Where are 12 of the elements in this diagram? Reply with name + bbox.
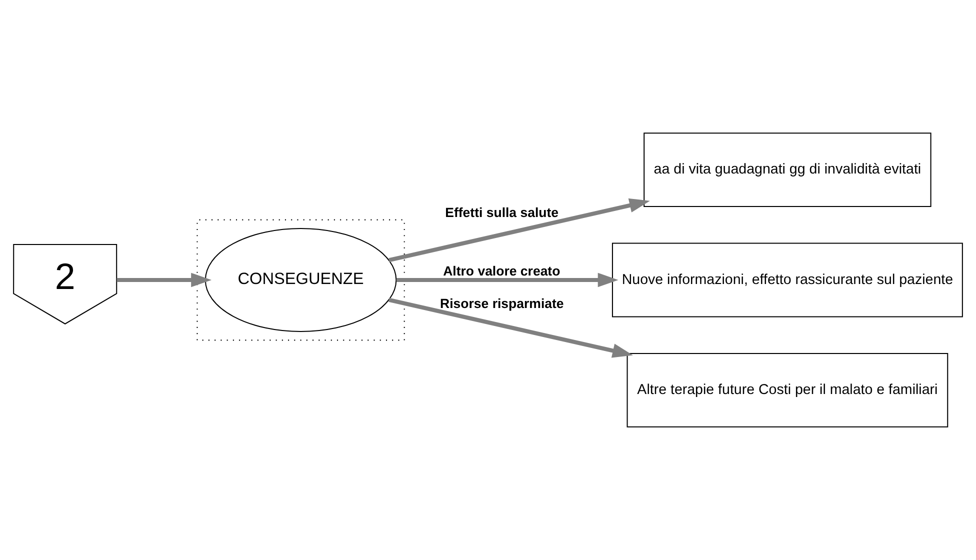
node-box: aa di vita guadagnati gg di invalidità evitati bbox=[644, 132, 932, 208]
edge-label: Altro valore creato bbox=[443, 263, 560, 278]
cluster bbox=[196, 219, 405, 341]
node-box: Nuove informazioni, effetto rassicurante sul paziente bbox=[612, 242, 963, 318]
edge-label: Effetti sulla salute bbox=[445, 205, 559, 220]
node-box: Altre terapie future Costi per il malato e familiari bbox=[626, 352, 948, 428]
arrow bbox=[396, 272, 618, 288]
arrow bbox=[116, 272, 212, 288]
arrow bbox=[388, 298, 633, 358]
arrow bbox=[388, 198, 650, 262]
node-ellipse: CONSEGUENZE bbox=[204, 228, 397, 332]
edge-label: Risorse risparmiate bbox=[440, 296, 564, 311]
